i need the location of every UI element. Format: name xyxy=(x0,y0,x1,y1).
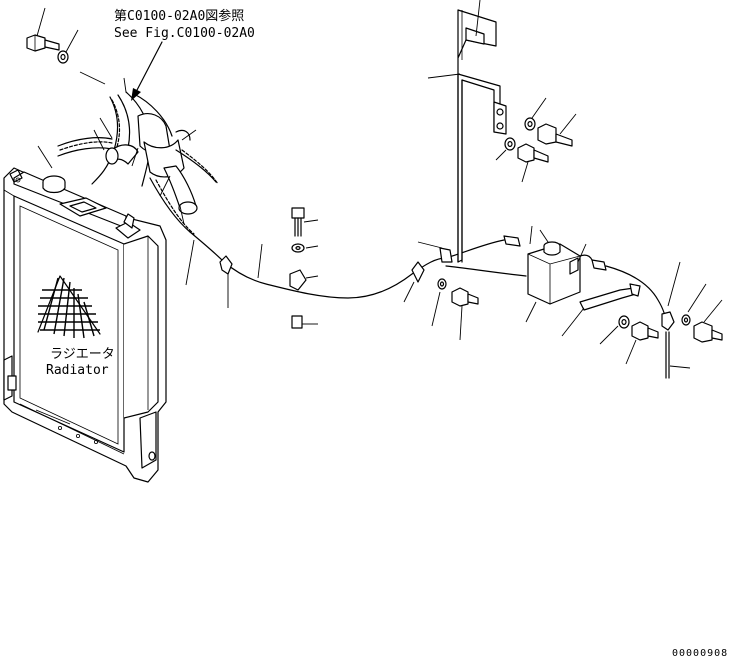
nut-vertical xyxy=(291,315,318,329)
overflow-hose xyxy=(223,239,527,299)
radiator: ラジエータ Radiator xyxy=(3,167,167,483)
hose-clamp-bracket xyxy=(417,241,453,263)
hose-fitting-right xyxy=(577,243,667,325)
bolt-vertical xyxy=(291,207,319,237)
bolt-far-right xyxy=(693,299,723,343)
bolt-center xyxy=(451,287,479,341)
hose-clamp-center xyxy=(289,269,319,291)
bolt-bracket xyxy=(625,321,659,365)
leader-line xyxy=(37,145,53,169)
wiring-harness xyxy=(57,77,225,286)
washer-top-left xyxy=(57,29,79,64)
bolt-top-left xyxy=(26,7,60,52)
washer-center xyxy=(431,278,447,327)
drawing-code: 00000908 xyxy=(672,648,728,659)
hose-clamp-far-right xyxy=(661,261,681,331)
leader-line xyxy=(79,71,106,85)
stay-bracket xyxy=(427,0,507,263)
bolt-lower xyxy=(517,143,549,183)
washer-vertical xyxy=(291,243,319,253)
radiator-logo xyxy=(37,275,101,339)
reservoir-tank xyxy=(525,229,581,323)
washer-far-right xyxy=(681,283,707,326)
hose-fitting-left xyxy=(503,225,533,247)
hose-clamp-left xyxy=(219,255,233,308)
hose-clamp-right xyxy=(403,261,425,303)
washer-lower xyxy=(495,137,516,161)
tank-bracket xyxy=(561,283,641,337)
washer-bracket xyxy=(599,315,630,345)
reference-arrow xyxy=(131,41,163,101)
reference-note-jp: 第C0100-02A0図参照 xyxy=(114,8,244,24)
radiator-label-en: Radiator xyxy=(46,363,109,378)
reference-note-en: See Fig.C0100-02A0 xyxy=(114,26,255,41)
washer-upper xyxy=(524,97,547,131)
bolt-upper xyxy=(537,113,577,147)
pin-far-right xyxy=(665,331,691,379)
leader-line xyxy=(257,243,263,279)
radiator-label-jp: ラジエータ xyxy=(50,347,115,362)
